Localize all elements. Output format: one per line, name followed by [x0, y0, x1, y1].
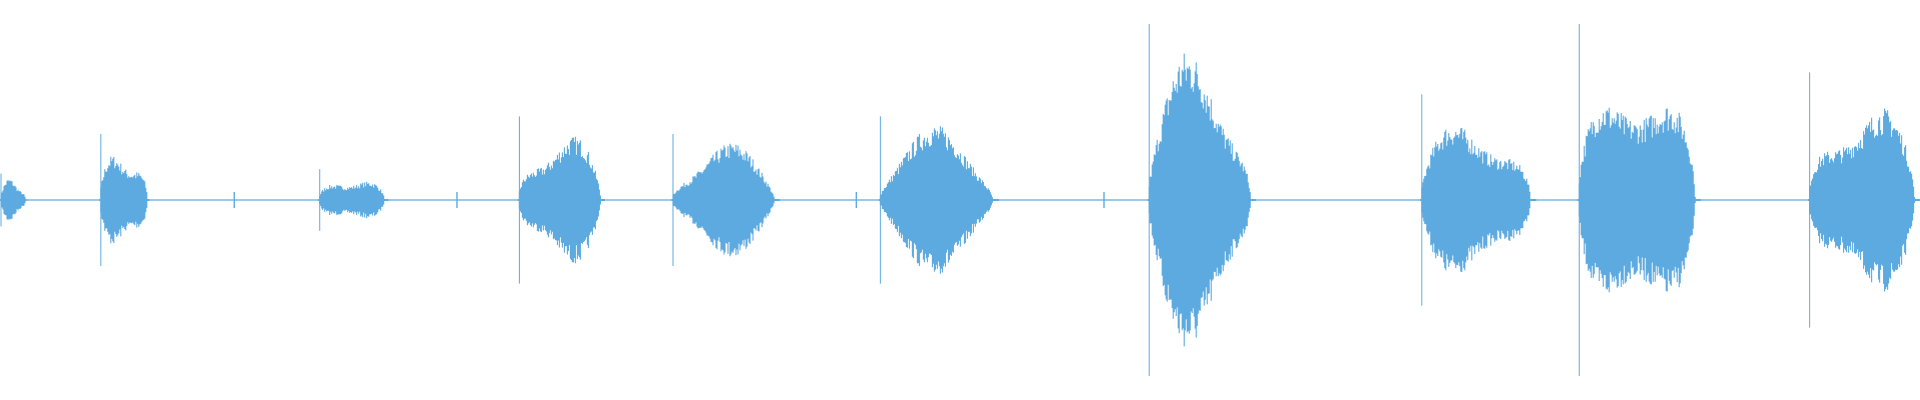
waveform-segment	[671, 134, 780, 266]
waveform-segment	[1577, 24, 1701, 376]
waveform-segment-path	[1577, 107, 1701, 293]
waveform-segment	[878, 116, 999, 284]
waveform-segment-path	[517, 136, 605, 264]
waveform-segment-path	[318, 181, 389, 219]
waveform-segment	[0, 173, 27, 227]
waveform-segment	[1147, 24, 1256, 376]
waveform-segment	[318, 169, 389, 231]
waveform-segment	[99, 134, 150, 266]
waveform-segment-path	[1808, 108, 1920, 292]
waveform-segment-path	[878, 126, 999, 274]
waveform-segment-path	[1420, 128, 1537, 272]
waveform-segment	[1808, 72, 1920, 328]
waveform-segment	[1420, 94, 1537, 306]
waveform-segment-path	[671, 143, 780, 257]
waveform-segment-path	[1147, 53, 1256, 347]
waveform-segment-path	[99, 156, 150, 244]
waveform-segment	[517, 116, 605, 284]
waveform-segment-path	[0, 180, 27, 220]
